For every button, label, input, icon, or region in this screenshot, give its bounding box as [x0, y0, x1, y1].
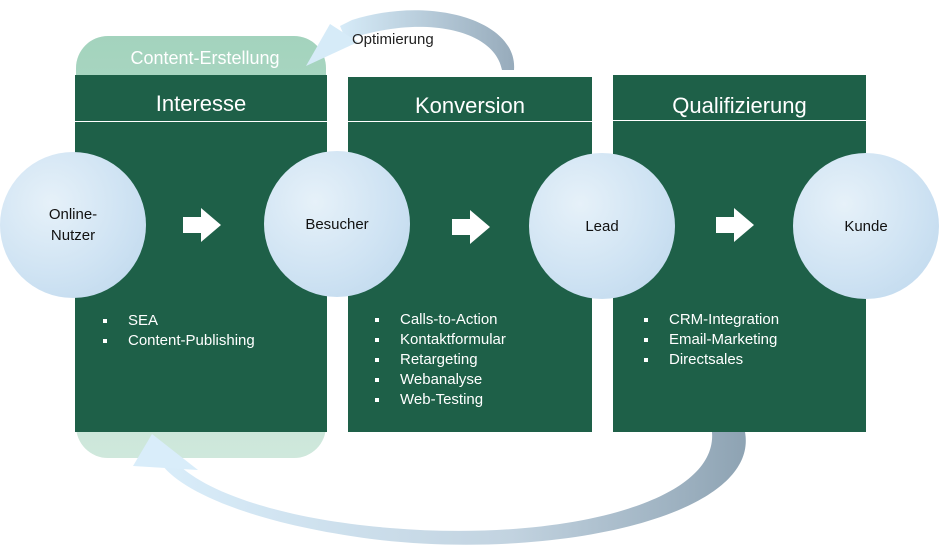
loop-back-curved-arrow-icon	[133, 432, 746, 545]
node-label: Kunde	[844, 217, 888, 235]
stage-divider	[613, 120, 866, 121]
list-konversion: Calls-to-Action Kontaktformular Retarget…	[372, 310, 506, 410]
list-item: SEA	[100, 311, 255, 331]
content-creation-label: Content-Erstellung	[130, 48, 280, 68]
node-label-line1: Online-	[48, 206, 98, 223]
stage-title-interesse: Interesse	[155, 91, 247, 116]
stage-divider	[348, 121, 592, 122]
list-item: Directsales	[641, 350, 779, 370]
list-item: Content-Publishing	[100, 331, 255, 351]
stage-title-qualifizierung: Qualifizierung	[672, 93, 807, 118]
list-item: Kontaktformular	[372, 330, 506, 350]
node-besucher: Besucher	[264, 151, 410, 297]
stage-divider	[75, 121, 327, 122]
optimization-label: Optimierung	[352, 31, 434, 48]
list-item: Web-Testing	[372, 390, 506, 410]
list-item: Retargeting	[372, 350, 506, 370]
list-item: Email-Marketing	[641, 330, 779, 350]
node-online-nutzer: Online- Nutzer	[0, 152, 146, 298]
node-label: Besucher	[305, 215, 369, 233]
list-item: Webanalyse	[372, 370, 506, 390]
right-arrow-icon	[716, 208, 754, 242]
list-interesse: SEA Content-Publishing	[100, 311, 255, 351]
list-item: Calls-to-Action	[372, 310, 506, 330]
node-label-line2: Nutzer	[50, 227, 96, 244]
node-label: Lead	[585, 217, 619, 235]
right-arrow-icon	[452, 210, 490, 244]
stage-title-konversion: Konversion	[414, 93, 526, 118]
list-qualifizierung: CRM-Integration Email-Marketing Directsa…	[641, 310, 779, 370]
node-kunde: Kunde	[793, 153, 939, 299]
node-lead: Lead	[529, 153, 675, 299]
optimization-curved-arrow-icon	[306, 10, 515, 70]
right-arrow-icon	[183, 208, 221, 242]
list-item: CRM-Integration	[641, 310, 779, 330]
